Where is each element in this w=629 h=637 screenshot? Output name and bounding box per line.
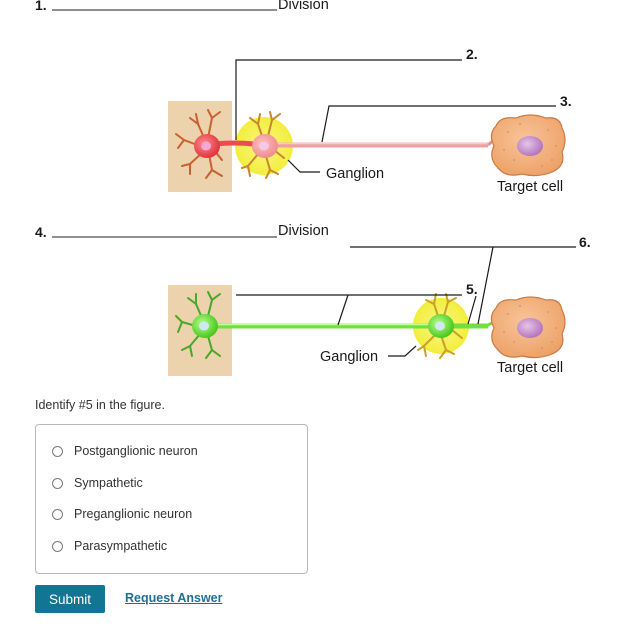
- callout-2-leader: [235, 59, 462, 140]
- target-label-bottom: Target cell: [497, 360, 563, 376]
- blank-1-number: 1.: [35, 0, 47, 13]
- option-label: Parasympathetic: [74, 539, 168, 553]
- callout-3-leader: [321, 105, 556, 143]
- option-label: Preganglionic neuron: [74, 507, 193, 521]
- postganglionic-nucleus-top: [259, 141, 269, 151]
- ganglion-label-top: Ganglion: [326, 166, 384, 182]
- request-answer-link[interactable]: Request Answer: [125, 591, 223, 605]
- radio-button[interactable]: [52, 445, 63, 457]
- preganglionic-axon-top: [213, 140, 255, 147]
- option-label: Sympathetic: [74, 476, 143, 490]
- radio-button[interactable]: [52, 508, 63, 520]
- option-label: Postganglionic neuron: [74, 444, 198, 458]
- callout-3: 3.: [560, 93, 572, 109]
- preganglionic-nucleus-bottom: [199, 321, 209, 331]
- radio-button[interactable]: [52, 477, 63, 489]
- division-label-top: Division: [278, 0, 329, 13]
- question-prompt: Identify #5 in the figure.: [35, 398, 165, 412]
- bottom-diagram: 4. Division: [35, 223, 591, 376]
- option-sympathetic[interactable]: Sympathetic: [52, 473, 143, 493]
- answer-options: Postganglionic neuron Sympathetic Pregan…: [35, 424, 308, 574]
- ganglion-leader-bottom: [388, 345, 417, 357]
- callout-2: 2.: [466, 46, 478, 62]
- target-cell-bottom: [485, 296, 566, 359]
- ganglion-leader-top: [287, 159, 320, 173]
- submit-button[interactable]: Submit: [35, 585, 105, 613]
- option-preganglionic-neuron[interactable]: Preganglionic neuron: [52, 504, 192, 524]
- callout-5: 5.: [466, 281, 478, 297]
- option-postganglionic-neuron[interactable]: Postganglionic neuron: [52, 441, 198, 461]
- top-diagram: 1. Division: [35, 0, 572, 195]
- blank-4-number: 4.: [35, 224, 47, 240]
- option-parasympathetic[interactable]: Parasympathetic: [52, 536, 167, 556]
- target-label-top: Target cell: [497, 179, 563, 195]
- nervous-system-figure: 1. Division: [35, 0, 591, 376]
- preganglionic-nucleus-top: [201, 141, 211, 151]
- ganglion-label-bottom: Ganglion: [320, 349, 378, 365]
- green-neuron-left-dendrites: [175, 291, 221, 359]
- division-label-bottom: Division: [278, 223, 329, 239]
- target-cell-top: [487, 114, 566, 177]
- green-neuron-right-dendrites: [417, 293, 463, 359]
- callout-6: 6.: [579, 234, 591, 250]
- postganglionic-nucleus-bottom: [435, 321, 445, 331]
- radio-button[interactable]: [52, 540, 63, 552]
